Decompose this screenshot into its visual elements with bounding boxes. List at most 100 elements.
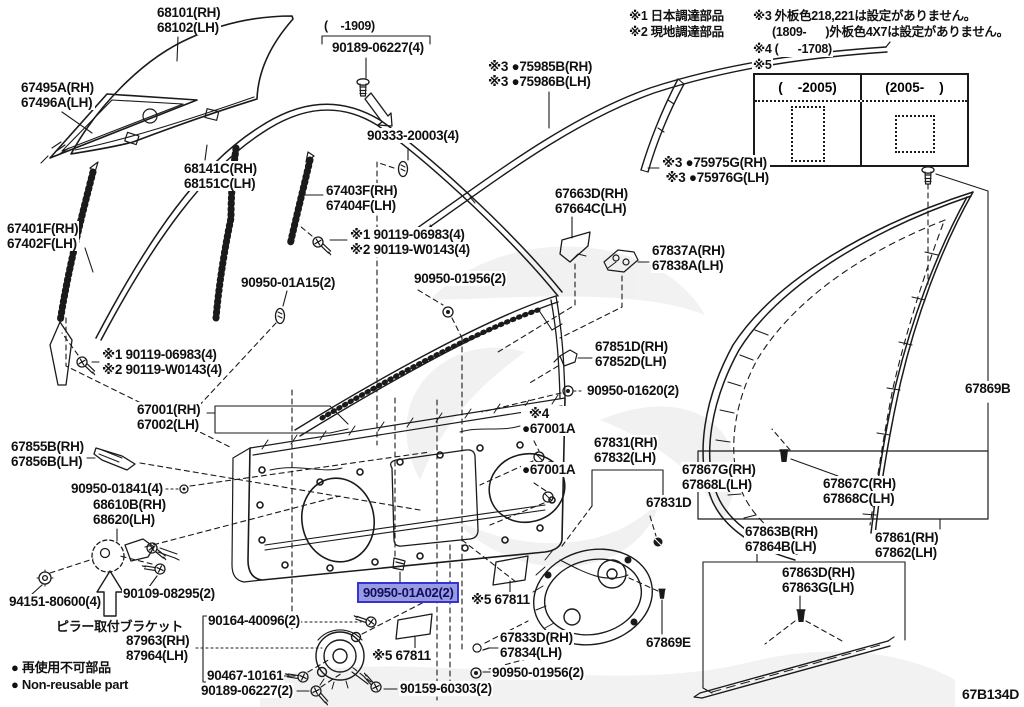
label-line: 67861(RH) (875, 530, 939, 545)
label-line: ※4 (522, 406, 549, 421)
label-line: 67869B (965, 381, 1011, 396)
part-label-68141C[interactable]: 68141C(RH)68151C(LH) (183, 161, 258, 191)
label-line: 90950-01841(4) (71, 481, 163, 496)
part-label-90119-top[interactable]: ※1 90119-06983(4)※2 90119-W0143(4) (349, 227, 471, 257)
label-line: ※3 ●75986B(LH) (488, 74, 591, 89)
label-line: 67867C(RH) (823, 476, 896, 491)
part-label-67001A-1[interactable]: ※4●67001A (521, 406, 577, 436)
label-line: 90950-01620(2) (587, 383, 679, 398)
label-line: 67664C(LH) (555, 201, 627, 216)
part-label-67831D[interactable]: 67831D (645, 495, 693, 510)
label-line: 67869E (646, 635, 691, 650)
part-label-67863B[interactable]: 67863B(RH)67864B(LH) (744, 524, 819, 554)
label-line: 67851D(RH) (595, 339, 668, 354)
label-line: 67852D(LH) (595, 354, 667, 369)
label-line: 67832(LH) (594, 450, 656, 465)
part-label-68610B[interactable]: 68610B(RH)68620(LH) (92, 497, 167, 527)
part-label-67867C[interactable]: 67867C(RH)67868C(LH) (822, 476, 897, 506)
label-line: ※5 (753, 58, 772, 72)
label-line: 90109-08295(2) (123, 586, 215, 601)
part-label-67837A[interactable]: 67837A(RH)67838A(LH) (651, 243, 726, 273)
part-label-90950-01841[interactable]: 90950-01841(4) (70, 481, 164, 496)
label-line: ※1 90119-06983(4) (102, 347, 217, 362)
part-label-67811-right[interactable]: ※5 67811 (470, 592, 531, 607)
label-line: 94151-80600(4) (9, 594, 101, 609)
leader-lines (30, 35, 989, 694)
text-legend: ● 再使用不可部品● Non-reusable part (10, 659, 130, 693)
cushion-67663D-art (559, 231, 591, 263)
label-line: 67831D (646, 495, 692, 510)
part-label-67001[interactable]: 67001(RH)67002(LH) (136, 402, 202, 432)
dashed-leaders (49, 161, 929, 701)
part-label-67833D[interactable]: 67833D(RH)67834(LH) (499, 630, 574, 660)
part-label-87963[interactable]: 87963(RH)87964(LH) (125, 633, 191, 663)
label-line: ※5 67811 (372, 648, 431, 663)
frame-molding-art (95, 103, 563, 341)
label-line: ※3 ●75975G(RH) (662, 155, 767, 170)
part-label-67663D[interactable]: 67663D(RH)67664C(LH) (554, 186, 629, 216)
note5-spec-table: ( -2005) (2005- ) (753, 73, 969, 167)
part-label-90164-40096[interactable]: 90164-40096(2) (207, 613, 301, 628)
lock-assembly-art (315, 629, 369, 690)
pillar-strip-art (640, 78, 685, 173)
part-label-90950-01956-bottom[interactable]: 90950-01956(2) (491, 665, 585, 680)
part-label-67851D[interactable]: 67851D(RH)67852D(LH) (594, 339, 669, 369)
door-glass-art (70, 15, 294, 155)
part-label-67001A-2[interactable]: ●67001A (521, 462, 577, 477)
part-label-90189-06227-2[interactable]: 90189-06227(2) (200, 683, 294, 698)
part-label-67867G[interactable]: 67867G(RH)67868L(LH) (681, 462, 757, 492)
part-label-75985B[interactable]: ※3 ●75985B(RH)※3 ●75986B(LH) (487, 59, 594, 89)
label-line: 67868C(LH) (823, 491, 895, 506)
label-line: ピラー取付ブラケット (56, 619, 184, 634)
label-line: 67495A(RH) (21, 80, 94, 95)
part-label-90950-01956-top[interactable]: 90950-01956(2) (413, 271, 507, 286)
part-label-90119-left[interactable]: ※1 90119-06983(4)※2 90119-W0143(4) (101, 347, 223, 377)
part-label-94151-80600[interactable]: 94151-80600(4) (8, 594, 102, 609)
label-line: 90189-06227(4) (332, 40, 424, 55)
part-label-67811-left[interactable]: ※5 67811 (371, 648, 432, 663)
part-label-67403F[interactable]: 67403F(RH)67404F(LH) (325, 183, 399, 213)
part-label-67861[interactable]: 67861(RH)67862(LH) (874, 530, 940, 560)
part-label-90950-01A02[interactable]: 90950-01A02(2) (357, 582, 460, 603)
label-line: 67403F(RH) (326, 183, 398, 198)
part-label-90189-06227-4[interactable]: 90189-06227(4) (331, 40, 425, 55)
part-label-75975G[interactable]: ※3 ●75975G(RH) ※3 ●75976G(LH) (661, 155, 770, 185)
label-line: 67863B(RH) (745, 524, 818, 539)
label-line: 90164-40096(2) (208, 613, 300, 628)
part-label-67863D[interactable]: 67863D(RH)67863G(LH) (781, 565, 856, 595)
text-note-4: ※4 ( -1708) (752, 41, 833, 57)
label-line: ※5 67811 (471, 592, 530, 607)
sheet-67811-art (395, 555, 529, 640)
part-label-90333-20003[interactable]: 90333-20003(4) (366, 128, 460, 143)
label-line: ※2 90119-W0143(4) (350, 242, 470, 257)
part-label-67855B[interactable]: 67855B(RH)67856B(LH) (10, 439, 85, 469)
label-line: (1809- )外板色4X7は設定がありません。 (753, 25, 1009, 39)
part-label-90467-10161[interactable]: 90467-10161 (206, 668, 285, 683)
part-label-67869E[interactable]: 67869E (645, 635, 692, 650)
text-note-1-2: ※1 日本調達部品※2 現地調達部品 (628, 8, 725, 40)
part-label-90950-01A15[interactable]: 90950-01A15(2) (240, 275, 337, 290)
part-label-90109-08295[interactable]: 90109-08295(2) (122, 586, 216, 601)
label-line: 67833D(RH) (500, 630, 573, 645)
part-label-67869B[interactable]: 67869B (964, 381, 1012, 396)
part-label-67831[interactable]: 67831(RH)67832(LH) (593, 435, 659, 465)
part-label-67495A[interactable]: 67495A(RH)67496A(LH) (20, 80, 95, 110)
label-line: 67404F(LH) (326, 198, 396, 213)
bracket-67855B-art (93, 447, 136, 471)
part-label-68101[interactable]: 68101(RH)68102(LH) (156, 5, 222, 35)
label-line: 67663D(RH) (555, 186, 628, 201)
part-label-90159-60303[interactable]: 90159-60303(2) (399, 681, 493, 696)
text-note-3: ※3 外板色218,221は設定がありません。 (1809- )外板色4X7は設… (752, 8, 1010, 40)
part-label-67401F[interactable]: 67401F(RH)67402F(LH) (6, 221, 80, 251)
label-line: ●67001A (522, 421, 576, 436)
text-period-1909: ( -1909) (323, 18, 376, 34)
label-line: ※3 外板色218,221は設定がありません。 (753, 9, 976, 23)
label-line: ※1 日本調達部品 (629, 9, 724, 23)
lower-molding-art (693, 636, 895, 699)
run-channel-67403F-art (286, 151, 315, 249)
label-line: 87963(RH) (126, 633, 190, 648)
part-label-90950-01620[interactable]: 90950-01620(2) (586, 383, 680, 398)
